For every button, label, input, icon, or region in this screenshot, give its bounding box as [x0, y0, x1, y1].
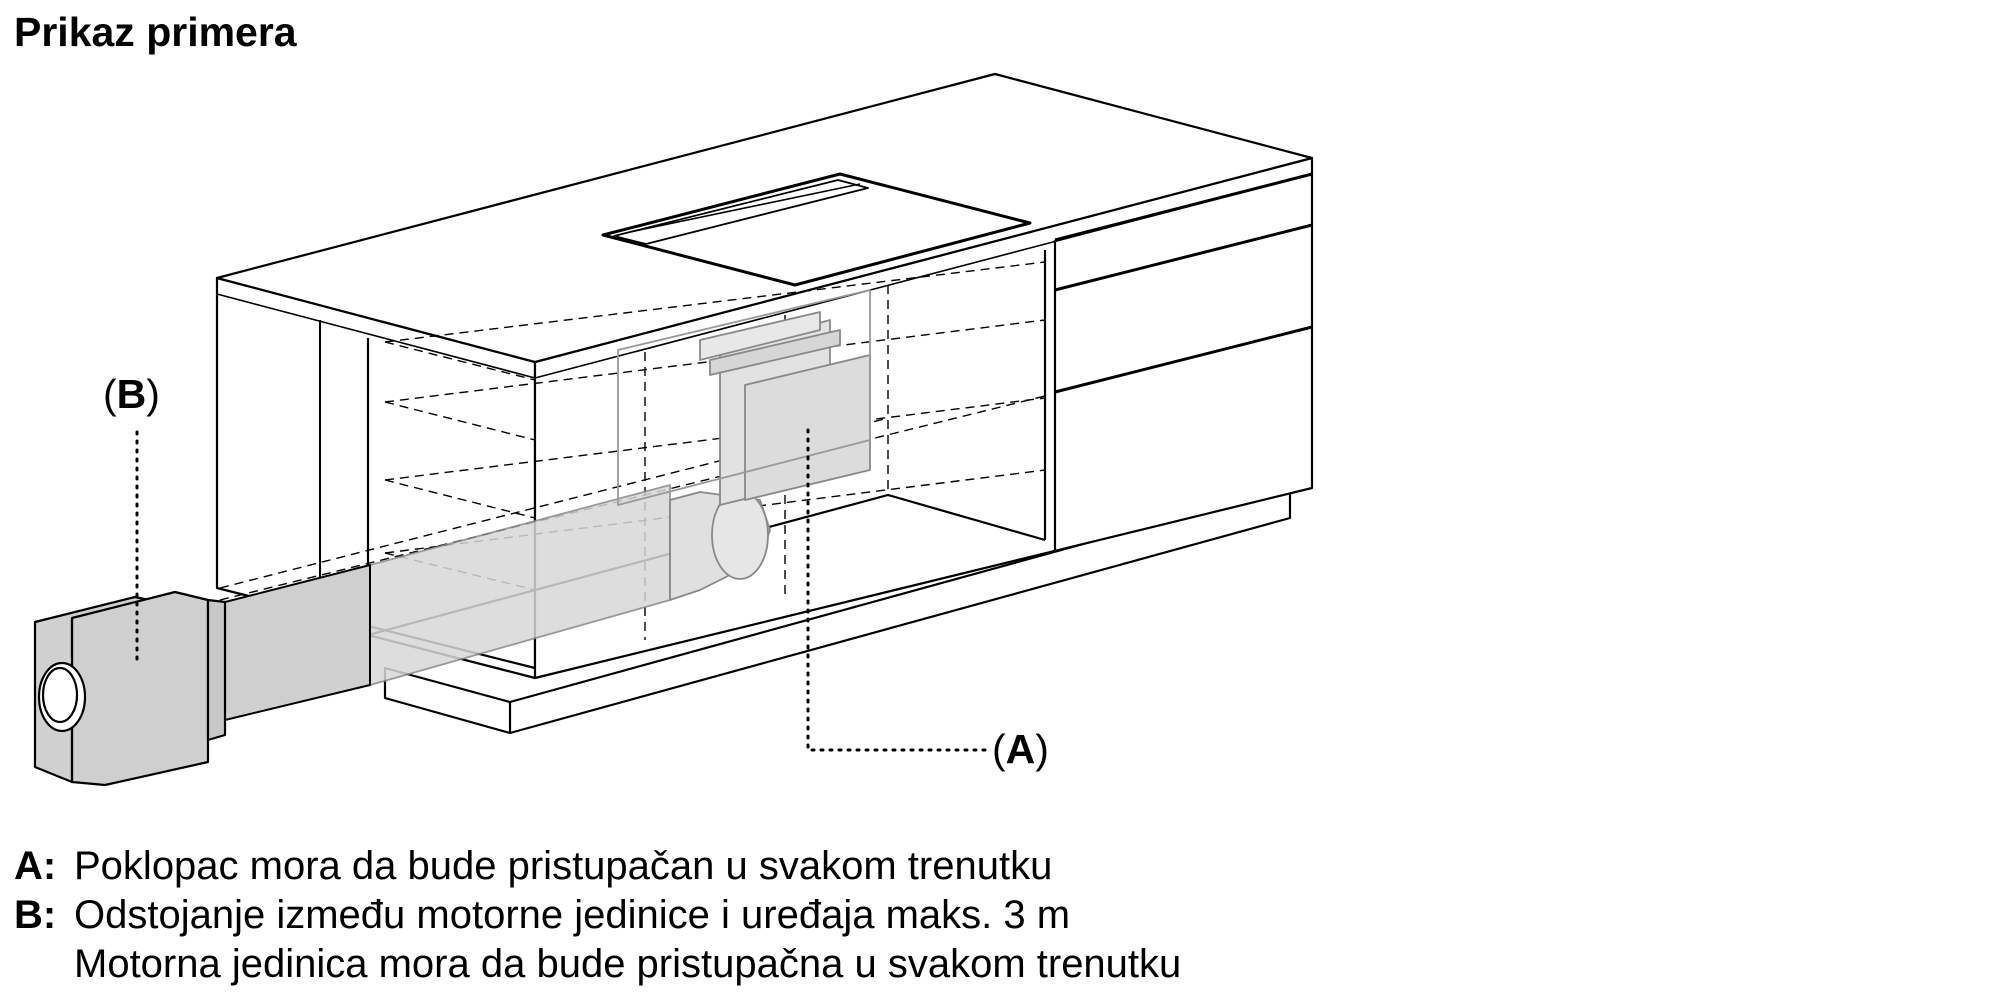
legend-key: B:: [14, 893, 57, 937]
motor-unit: [33, 590, 227, 787]
legend-key: A:: [14, 844, 57, 888]
legend: A: Poklopac mora da bude pristupačan u s…: [14, 842, 1181, 989]
legend-item-a: A: Poklopac mora da bude pristupačan u s…: [14, 842, 1181, 891]
cabinet-drawers: [1053, 172, 1313, 550]
callout-a: (A): [992, 726, 1049, 772]
callout-b: (B): [103, 371, 160, 417]
legend-text: Odstojanje između motorne jedinice i ure…: [74, 893, 1071, 937]
cabinet-plinth: [383, 485, 1292, 735]
cooktop-with-downdraft: [601, 172, 1032, 287]
left-end-panel: [216, 278, 321, 613]
page-title: Prikaz primera: [14, 9, 297, 55]
callout-leaders: [135, 428, 987, 752]
legend-item-b: B: Odstojanje između motorne jedinice i …: [14, 891, 1181, 989]
legend-text: Motorna jedinica mora da bude pristupačn…: [74, 942, 1182, 986]
legend-text: Poklopac mora da bude pristupačan u svak…: [74, 844, 1053, 888]
air-duct: [224, 289, 871, 721]
